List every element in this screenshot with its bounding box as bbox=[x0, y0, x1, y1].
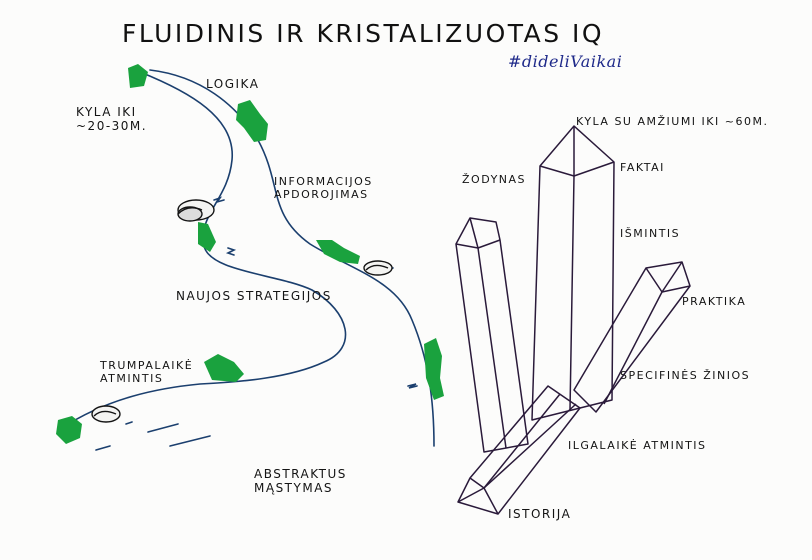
grass-tuft bbox=[424, 338, 444, 400]
river-ripple bbox=[169, 435, 211, 447]
rock bbox=[177, 199, 215, 222]
crystal-rises-to-label: KYLA SU AMŽIUMI IKI ~60m. bbox=[576, 115, 769, 128]
rocks bbox=[91, 199, 393, 423]
rock bbox=[363, 260, 393, 276]
river bbox=[61, 69, 435, 451]
crystal-right bbox=[573, 261, 691, 413]
label-logic: LOGIKA bbox=[206, 77, 260, 91]
label-long-term-memory: ILGALAIKĖ ATMINTIS bbox=[568, 439, 707, 452]
label-abstract-thinking: ABSTRAKTUS MĄSTYMAS bbox=[254, 467, 347, 495]
river-ripple bbox=[95, 445, 111, 451]
label-vocabulary: ŽODYNAS bbox=[462, 173, 527, 186]
grass-tuft bbox=[128, 64, 148, 88]
label-history: ISTORIJA bbox=[508, 507, 572, 521]
grass-tuft bbox=[56, 416, 82, 444]
label-practice: PRAKTIKA bbox=[682, 295, 747, 308]
label-specific-knowledge: SPECIFINĖS ŽINIOS bbox=[620, 369, 751, 382]
river-ripple bbox=[407, 383, 418, 389]
crystal-tall bbox=[531, 125, 615, 421]
fluid-rises-to-label: KYLA IKI ~20-30m. bbox=[76, 105, 148, 133]
label-wisdom: IŠMINTIS bbox=[620, 227, 681, 240]
crystal-lower bbox=[457, 385, 581, 515]
river-right-bank bbox=[149, 69, 435, 447]
crystals bbox=[455, 125, 691, 515]
river-ripple bbox=[147, 423, 179, 433]
label-facts: FAKTAI bbox=[620, 161, 665, 174]
grass-tuft bbox=[316, 240, 360, 264]
crystal-left bbox=[455, 217, 529, 453]
grass-tufts bbox=[56, 64, 444, 444]
hashtag: #dideliVaikai bbox=[508, 52, 623, 71]
rock bbox=[91, 405, 121, 423]
label-new-strategies: NAUJOS STRATEGIJOS bbox=[176, 289, 332, 303]
label-short-term-memory: TRUMPALAIKĖ ATMINTIS bbox=[100, 359, 194, 385]
river-ripple bbox=[213, 196, 225, 204]
grass-tuft bbox=[236, 100, 268, 142]
river-left-bank bbox=[61, 71, 347, 429]
river-ripple bbox=[225, 247, 237, 256]
label-info-processing: INFORMACIJOS APDOROJIMAS bbox=[274, 175, 373, 201]
diagram-title: FLUIDINIS IR KRISTALIZUOTAS IQ bbox=[122, 19, 605, 48]
grass-tuft bbox=[198, 222, 216, 252]
river-ripple bbox=[125, 421, 133, 425]
grass-tuft bbox=[204, 354, 244, 382]
